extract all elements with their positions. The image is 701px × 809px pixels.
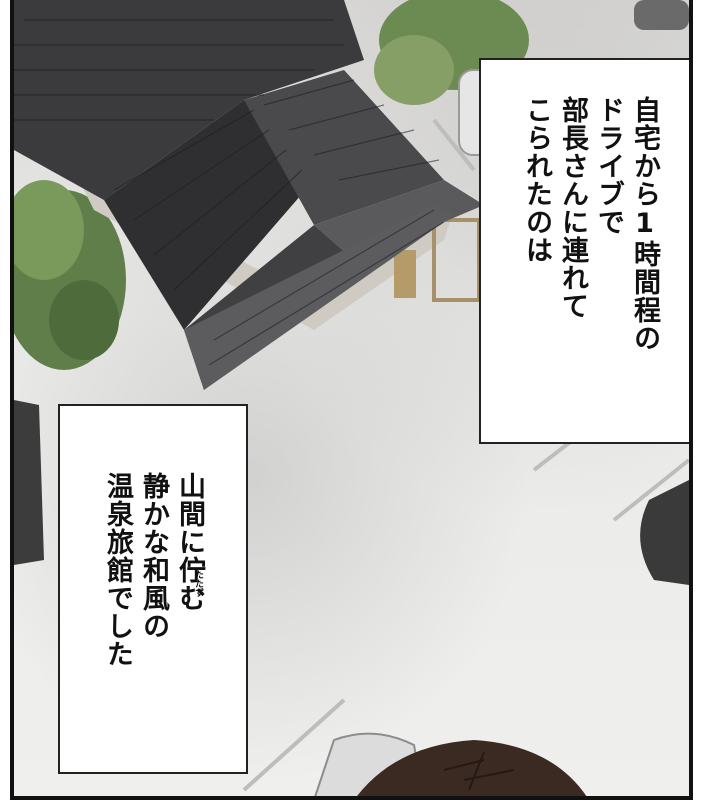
main-roof: [14, 0, 364, 200]
narration-line: 自宅から1時間程の: [629, 96, 660, 352]
narration-line: 温泉旅館でした: [102, 472, 133, 668]
narration-line: 部長さんに連れて: [557, 96, 588, 320]
narration-box-top: 自宅から1時間程の ドライブで 部長さんに連れて こられたのは: [479, 58, 689, 444]
hair-strands: [443, 751, 515, 791]
comic-panel: 自宅から1時間程の ドライブで 部長さんに連れて こられたのは 山間に佇む 静か…: [10, 0, 693, 800]
narration-line: 山間に佇む: [174, 472, 205, 612]
narration-line: 静かな和風の: [138, 472, 169, 640]
building-eave: [74, 170, 454, 330]
narration-box-bottom: 山間に佇む 静かな和風の 温泉旅館でした: [58, 404, 248, 774]
character-head-hair: [357, 740, 587, 796]
building-post: [394, 250, 416, 298]
narration-line: こられたのは: [521, 96, 552, 264]
narration-line: ドライブで: [593, 96, 624, 236]
furigana-ruby: たたず: [193, 570, 203, 597]
roof-ridge-front: [314, 180, 484, 260]
roof-section-left: [104, 100, 314, 330]
roof-tiles: [14, 19, 445, 366]
